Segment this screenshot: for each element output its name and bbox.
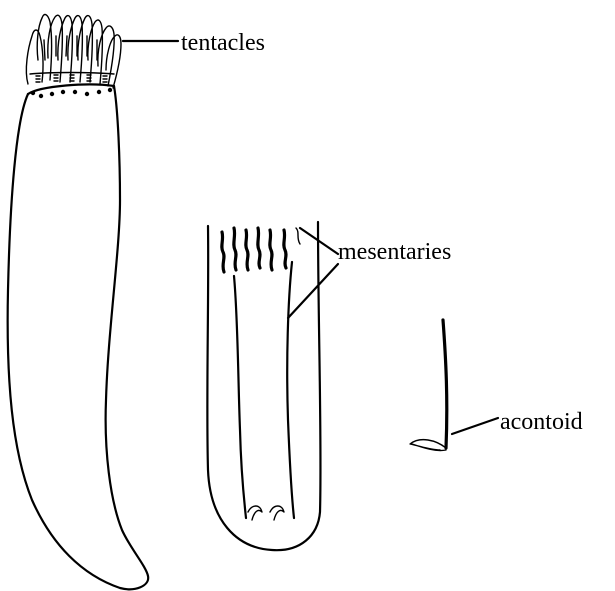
inner-channel-right [287, 262, 294, 518]
acontoid-tip [410, 440, 446, 451]
acontoid-leader [452, 418, 498, 434]
acontoid-label: acontoid [500, 410, 583, 434]
collar [28, 84, 114, 98]
acontia-tips [248, 506, 284, 520]
acontoid-stalk [443, 320, 447, 448]
mesentaries-leader-2 [288, 264, 338, 318]
section-drawing [207, 222, 320, 550]
tentacle-crown [26, 15, 121, 88]
tentacles-label: tentacles [181, 31, 265, 55]
whole-anemone-drawing [8, 15, 149, 590]
body-column [8, 86, 149, 589]
mesentaries-label: mesentaries [338, 240, 451, 264]
leader-lines [123, 41, 498, 434]
mesentery-marks [222, 228, 300, 272]
inner-channel-left [234, 276, 246, 518]
acontoid-drawing [410, 320, 447, 451]
